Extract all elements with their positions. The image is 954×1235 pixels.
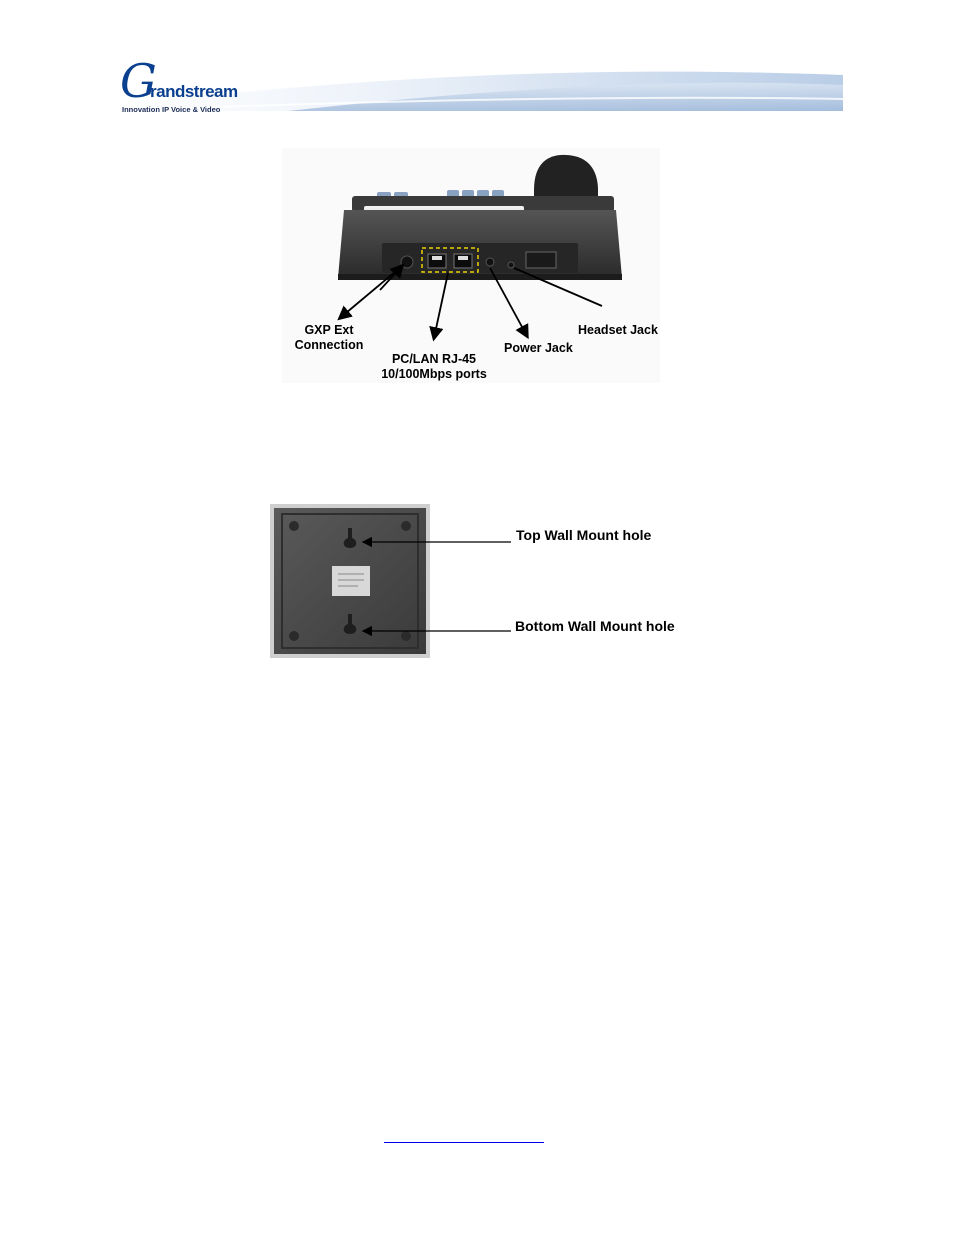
- label-gxp-ext-line2: Connection: [294, 338, 364, 352]
- label-bottom-wall-mount-hole: Bottom Wall Mount hole: [515, 618, 675, 634]
- label-power-jack: Power Jack: [504, 341, 573, 355]
- logo-initial: G: [120, 54, 157, 108]
- header-swoosh-graphic: [108, 71, 843, 112]
- label-pc-lan-line2: 10/100Mbps ports: [381, 367, 487, 381]
- footer-hyperlink[interactable]: [384, 1128, 544, 1143]
- label-pc-lan-line1: PC/LAN RJ-45: [391, 352, 477, 366]
- phone-base-figure: Top Wall Mount hole Bottom Wall Mount ho…: [268, 500, 688, 660]
- logo-wordmark: randstream: [150, 82, 238, 101]
- phone-rear-illustration: [282, 148, 660, 383]
- phone-base-illustration: [270, 504, 511, 658]
- grandstream-logo: G randstream Innovation IP Voice & Video: [120, 58, 240, 116]
- label-headset-jack: Headset Jack: [578, 323, 658, 337]
- label-pc-lan: PC/LAN RJ-45 10/100Mbps ports: [376, 352, 492, 382]
- logo-tagline: Innovation IP Voice & Video: [122, 105, 221, 114]
- page-header: [108, 55, 843, 115]
- label-gxp-ext: GXP Ext Connection: [294, 323, 364, 353]
- phone-rear-figure: GXP Ext Connection PC/LAN RJ-45 10/100Mb…: [282, 148, 660, 383]
- label-gxp-ext-line1: GXP Ext: [304, 323, 354, 337]
- label-top-wall-mount-hole: Top Wall Mount hole: [516, 527, 652, 543]
